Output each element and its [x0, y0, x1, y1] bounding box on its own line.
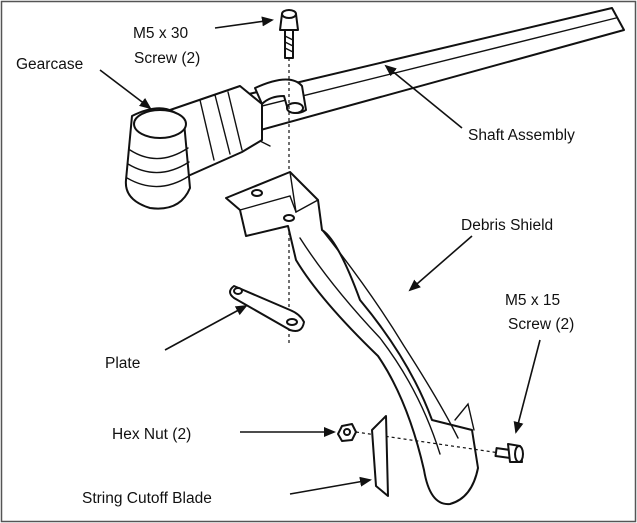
gearcase-leader — [99, 69, 152, 110]
plate-leader — [164, 305, 248, 351]
shaft-assembly-leader — [384, 64, 463, 129]
gearcase-label: Gearcase — [16, 56, 83, 73]
m5x15-screw-drawing — [494, 443, 524, 463]
screw-side-leader — [513, 339, 541, 434]
shaft-clamp-drawing — [254, 78, 307, 147]
debris-shield-drawing — [225, 171, 479, 506]
screw-side-size-label: M5 x 15 — [505, 292, 560, 309]
screw-top-size-label: M5 x 30 — [133, 25, 189, 42]
screw-top-qty-label: Screw (2) — [134, 50, 200, 67]
gearcase-drawing — [124, 85, 263, 210]
string-cutoff-blade-label: String Cutoff Blade — [82, 490, 212, 507]
string-cutoff-blade-drawing — [371, 415, 389, 497]
shaft-assembly-label: Shaft Assembly — [468, 127, 575, 144]
plate-label: Plate — [105, 355, 140, 372]
debris-shield-leader — [408, 235, 473, 292]
m5x30-screw-drawing — [279, 9, 299, 59]
debris-shield-label: Debris Shield — [461, 217, 553, 234]
plate-drawing — [229, 285, 305, 332]
hex-nut-label: Hex Nut (2) — [112, 426, 191, 443]
screw-side-qty-label: Screw (2) — [508, 316, 574, 333]
hex-nut-drawing — [337, 423, 357, 442]
screw-top-leader — [214, 16, 274, 29]
string-cutoff-blade-leader — [289, 476, 372, 495]
